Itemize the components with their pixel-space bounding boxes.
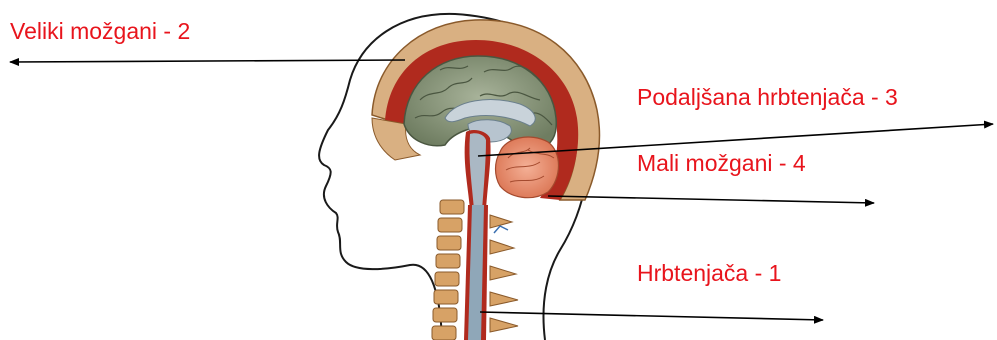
- cerebellum: [496, 137, 559, 198]
- arrow-veliki: [10, 60, 405, 62]
- label-mali-mozgani: Mali možgani - 4: [637, 152, 806, 175]
- label-hrbtenjaca: Hrbtenjača - 1: [637, 262, 781, 285]
- label-veliki-mozgani: Veliki možgani - 2: [10, 20, 190, 43]
- label-podaljsana-hrbtenjaca: Podaljšana hrbtenjača - 3: [637, 86, 898, 109]
- arrow-mali: [548, 196, 874, 203]
